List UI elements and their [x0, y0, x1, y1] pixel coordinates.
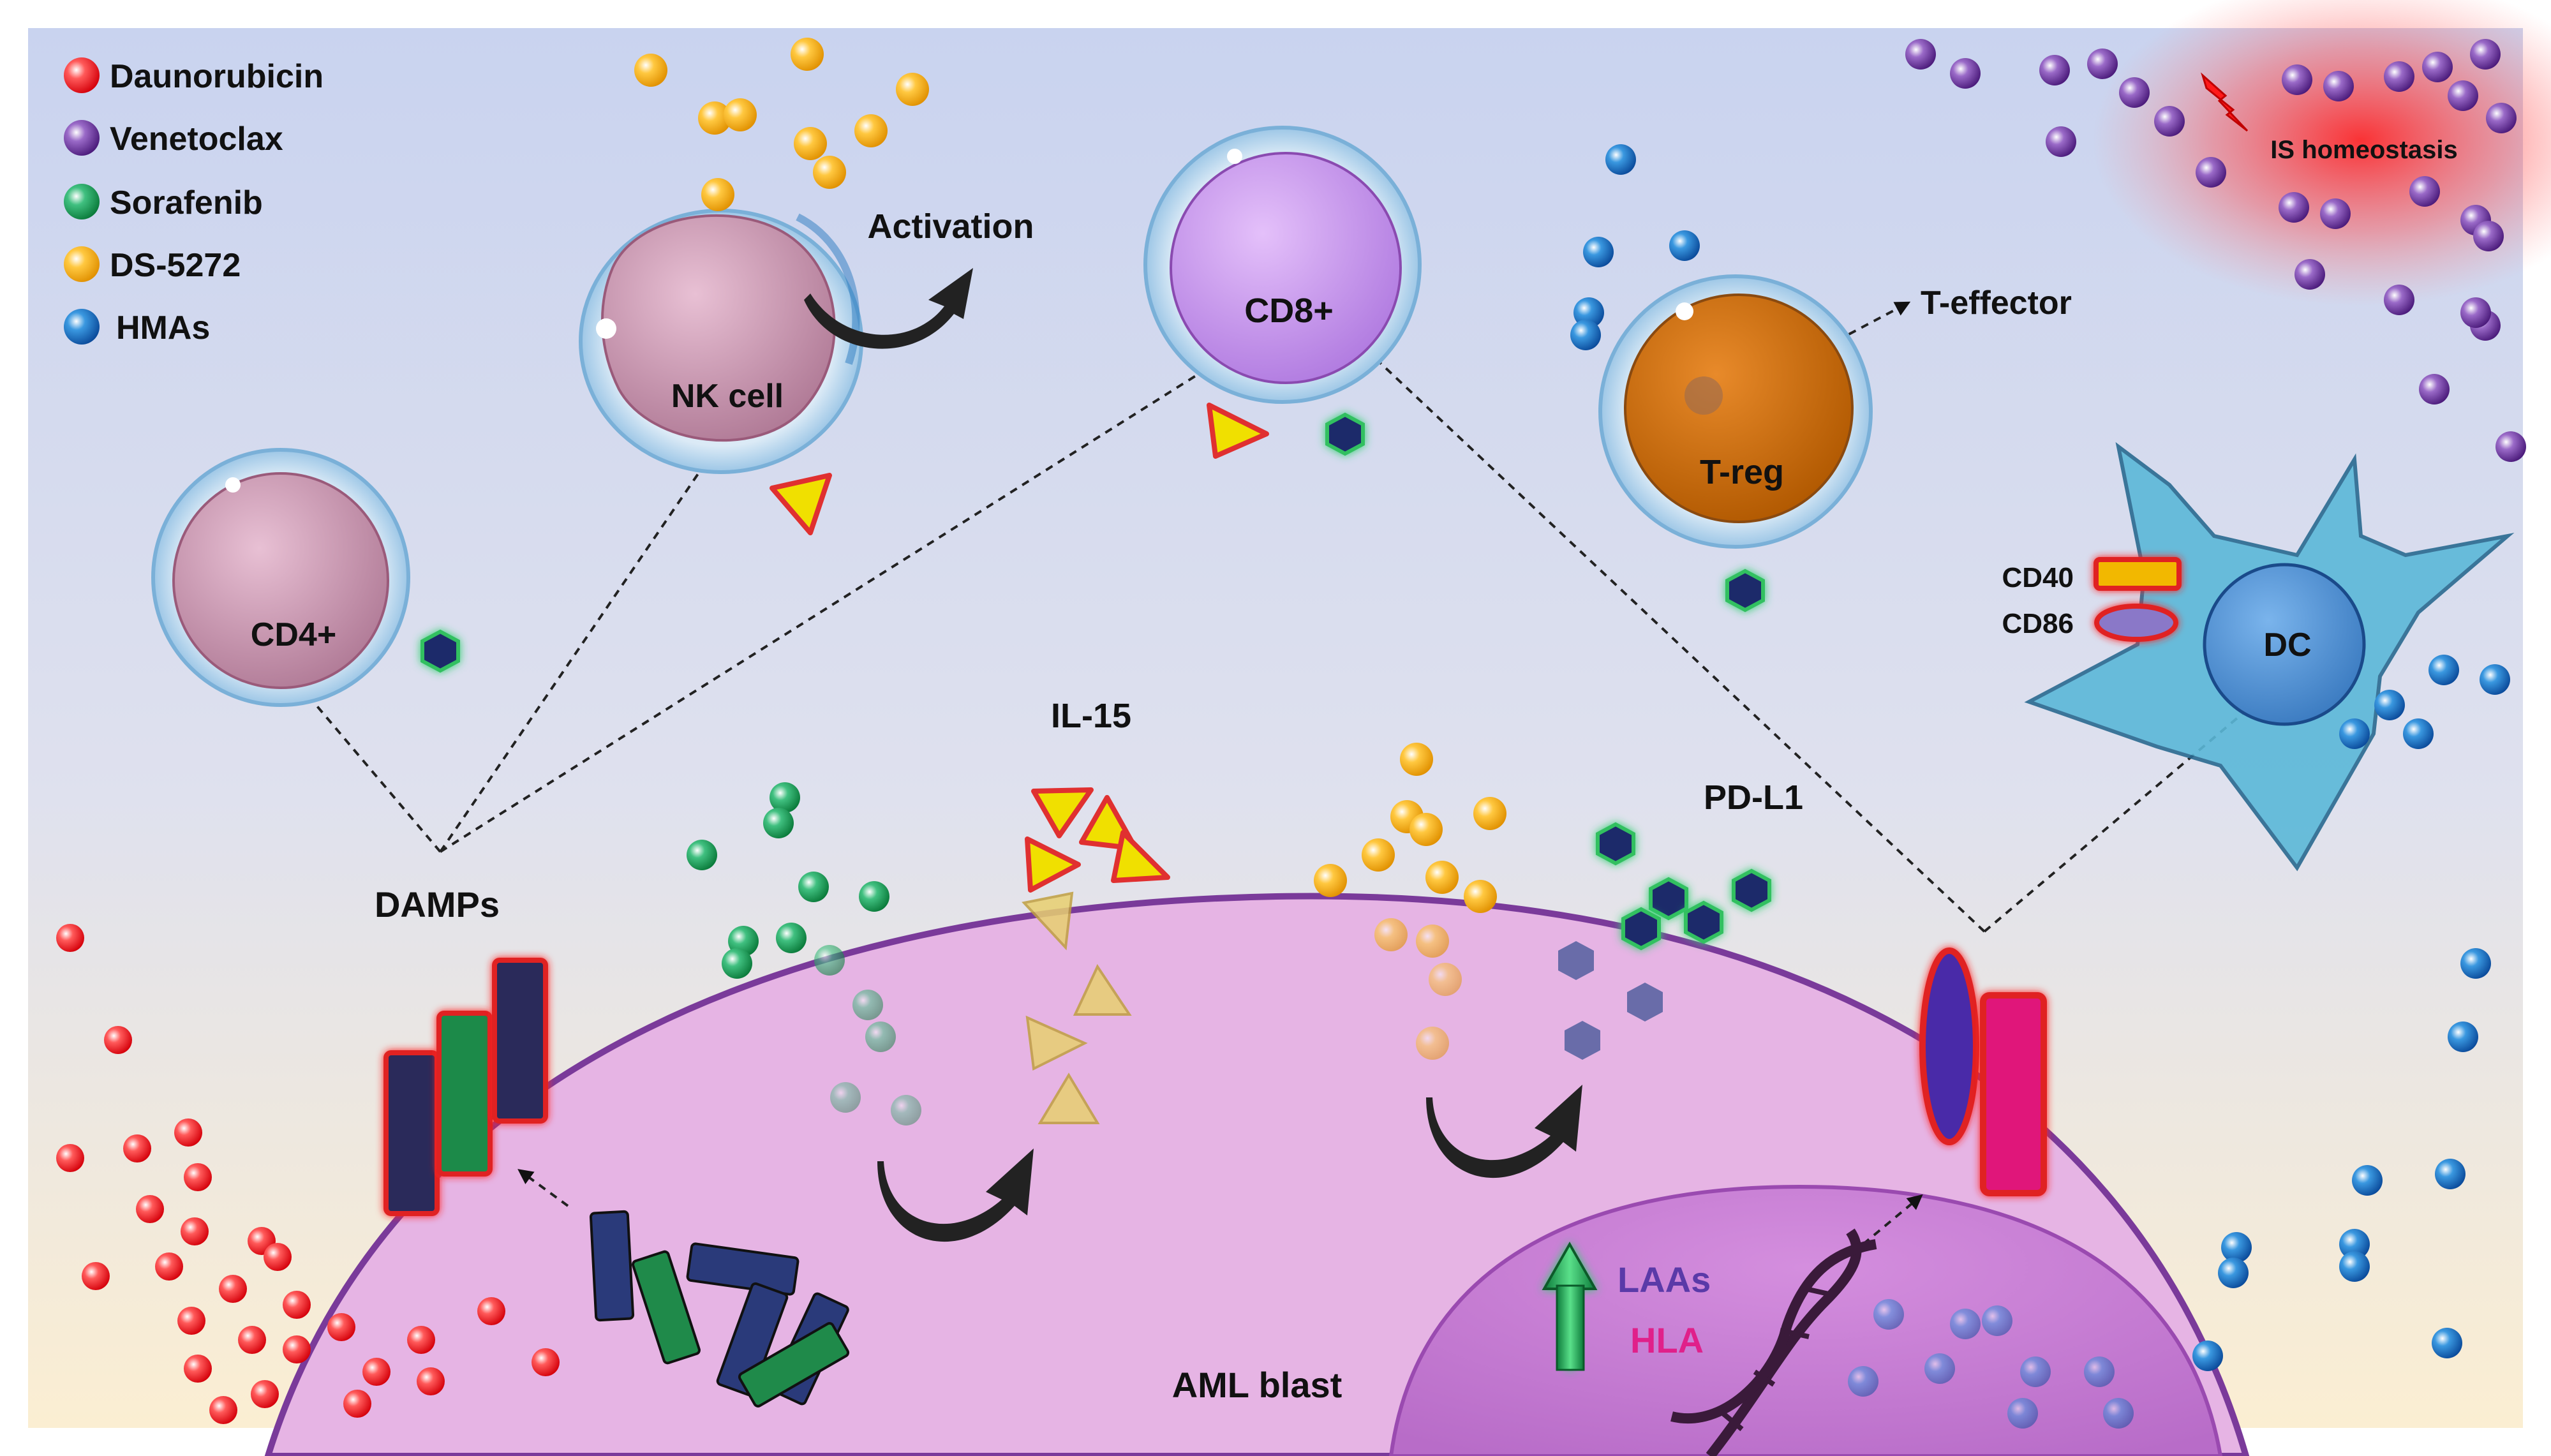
- legend-label-venetoclax: Venetoclax: [110, 121, 283, 158]
- ds5272-particles: [634, 38, 1506, 1060]
- nk-cell: NK cell: [579, 209, 863, 474]
- daunorubicin-particles: [56, 924, 560, 1424]
- damps-receptors: [383, 958, 548, 1216]
- hla-label: HLA: [1630, 1320, 1704, 1360]
- activation-arrow: [804, 268, 973, 349]
- cd8-label: CD8+: [1244, 292, 1334, 330]
- pdl1-release-arrow: [1426, 1085, 1582, 1178]
- legend-label-hmas: HMAs: [116, 309, 210, 346]
- hla-receptor: [1980, 992, 2047, 1196]
- pdl1-label: PD-L1: [1704, 778, 1803, 817]
- legend-swatch-daunorubicin: [64, 57, 100, 93]
- damps-label: DAMPs: [375, 884, 500, 925]
- is-homeostasis-label: IS homeostasis: [2270, 136, 2457, 164]
- il15-triangles: [770, 403, 1269, 1124]
- il15-release-arrow: [877, 1148, 1034, 1242]
- dna-helix-icon: [1670, 1228, 1877, 1456]
- cd4-label: CD4+: [251, 616, 336, 653]
- legend-label-daunorubicin: Daunorubicin: [110, 58, 324, 95]
- legend-swatch-venetoclax: [64, 120, 100, 156]
- legend: Daunorubicin Venetoclax Sorafenib DS-527…: [64, 57, 324, 346]
- drug-particles: [56, 38, 2526, 1429]
- sorafenib-particles: [687, 782, 921, 1125]
- legend-swatch-ds5272: [64, 246, 100, 282]
- t-effector-label: T-effector: [1921, 285, 2072, 322]
- lightning-icon: [2201, 72, 2249, 132]
- cd4-cell: CD4+: [151, 448, 410, 707]
- legend-swatch-hmas: [64, 309, 100, 345]
- t-reg-cell: T-reg: [1598, 274, 1873, 549]
- cd86-label: CD86: [2002, 608, 2074, 639]
- intracellular-damps: [589, 1210, 850, 1408]
- aml-blast-label: AML blast: [1172, 1365, 1342, 1405]
- venetoclax-particles: [1905, 39, 2526, 462]
- nk-cell-label: NK cell: [671, 378, 784, 415]
- legend-swatch-sorafenib: [64, 184, 100, 219]
- t-reg-label: T-reg: [1700, 453, 1784, 491]
- il15-label: IL-15: [1051, 697, 1131, 735]
- dc-label: DC: [2263, 627, 2311, 664]
- activation-label: Activation: [867, 207, 1034, 246]
- cd8-cell: CD8+: [1143, 126, 1422, 404]
- legend-label-sorafenib: Sorafenib: [110, 184, 263, 221]
- hmas-particles: [1570, 144, 2510, 1429]
- cd40-receptor: [2094, 557, 2182, 591]
- laas-label: LAAs: [1618, 1259, 1711, 1300]
- dendritic-cell: DC: [2024, 442, 2515, 872]
- cd40-label: CD40: [2002, 562, 2074, 593]
- cd86-receptor: [2094, 604, 2178, 642]
- up-arrow-shaft: [1556, 1284, 1585, 1371]
- mhc-receptor: [1919, 947, 1979, 1145]
- legend-label-ds5272: DS-5272: [110, 247, 241, 284]
- pdl1-hexagons: [420, 412, 1771, 1060]
